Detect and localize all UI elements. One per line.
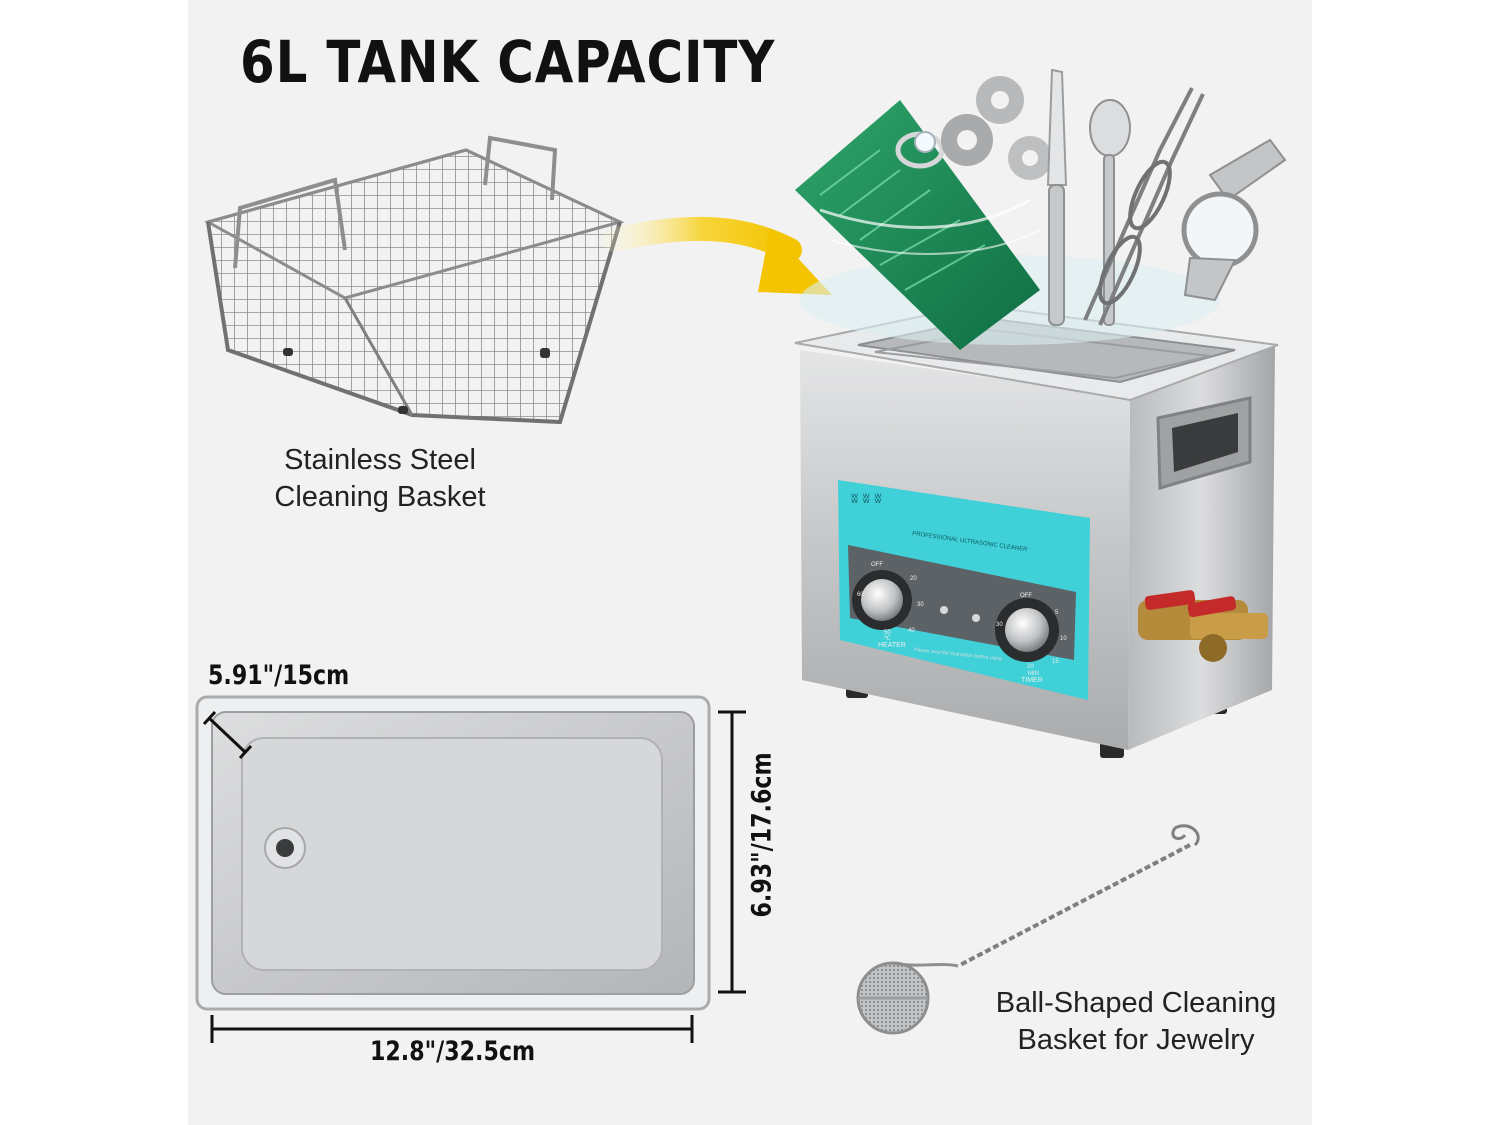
arrow-icon bbox=[602, 216, 832, 295]
width-dimension: 6.93"/17.6cm bbox=[746, 752, 778, 918]
wire-basket-image bbox=[204, 135, 625, 425]
timer-tick: 15 bbox=[1052, 659, 1059, 665]
heater-label: HEATER bbox=[878, 642, 906, 649]
tank-tray-image bbox=[195, 695, 746, 1043]
basket-label-line: Cleaning Basket bbox=[274, 481, 486, 513]
depth-dimension: 5.91"/15cm bbox=[208, 660, 350, 691]
ball-basket-image bbox=[856, 824, 1200, 1035]
svg-text:ʬ ʬ ʬ: ʬ ʬ ʬ bbox=[851, 491, 882, 507]
heater-unit: ℃ bbox=[884, 635, 891, 642]
heater-tick: 60 bbox=[857, 592, 864, 598]
basket-label-line: Stainless Steel bbox=[284, 444, 476, 476]
floating-items-image bbox=[795, 68, 1287, 350]
timer-unit: MIN bbox=[1028, 671, 1039, 677]
timer-tick: 30 bbox=[996, 622, 1003, 628]
timer-label: TIMER bbox=[1021, 677, 1043, 684]
timer-tick: 10 bbox=[1060, 636, 1067, 642]
heater-tick: 40 bbox=[908, 628, 915, 634]
timer-tick: 5 bbox=[1055, 610, 1059, 616]
ultrasonic-cleaner-image: ʬ ʬ ʬ bbox=[794, 303, 1279, 758]
ball-basket-label: Ball-Shaped Cleaning Basket for Jewelry bbox=[976, 985, 1296, 1059]
heater-tick: 20 bbox=[910, 576, 917, 582]
timer-off-label: OFF bbox=[1020, 593, 1032, 599]
heater-tick-labels: 20 30 40 50 60 bbox=[857, 576, 924, 636]
heater-off-label: OFF bbox=[871, 562, 883, 568]
basket-label: Stainless Steel Cleaning Basket bbox=[245, 442, 515, 516]
headline: 6L TANK CAPACITY bbox=[240, 28, 776, 96]
ball-basket-label-line: Basket for Jewelry bbox=[1017, 1024, 1255, 1056]
timer-tick: 20 bbox=[1027, 664, 1034, 670]
ball-basket-label-line: Ball-Shaped Cleaning bbox=[995, 987, 1277, 1019]
timer-tick-labels: 5 10 15 20 30 bbox=[996, 610, 1067, 670]
length-dimension: 12.8"/32.5cm bbox=[370, 1036, 536, 1067]
heater-tick: 50 bbox=[884, 630, 891, 636]
heater-tick: 30 bbox=[917, 602, 924, 608]
